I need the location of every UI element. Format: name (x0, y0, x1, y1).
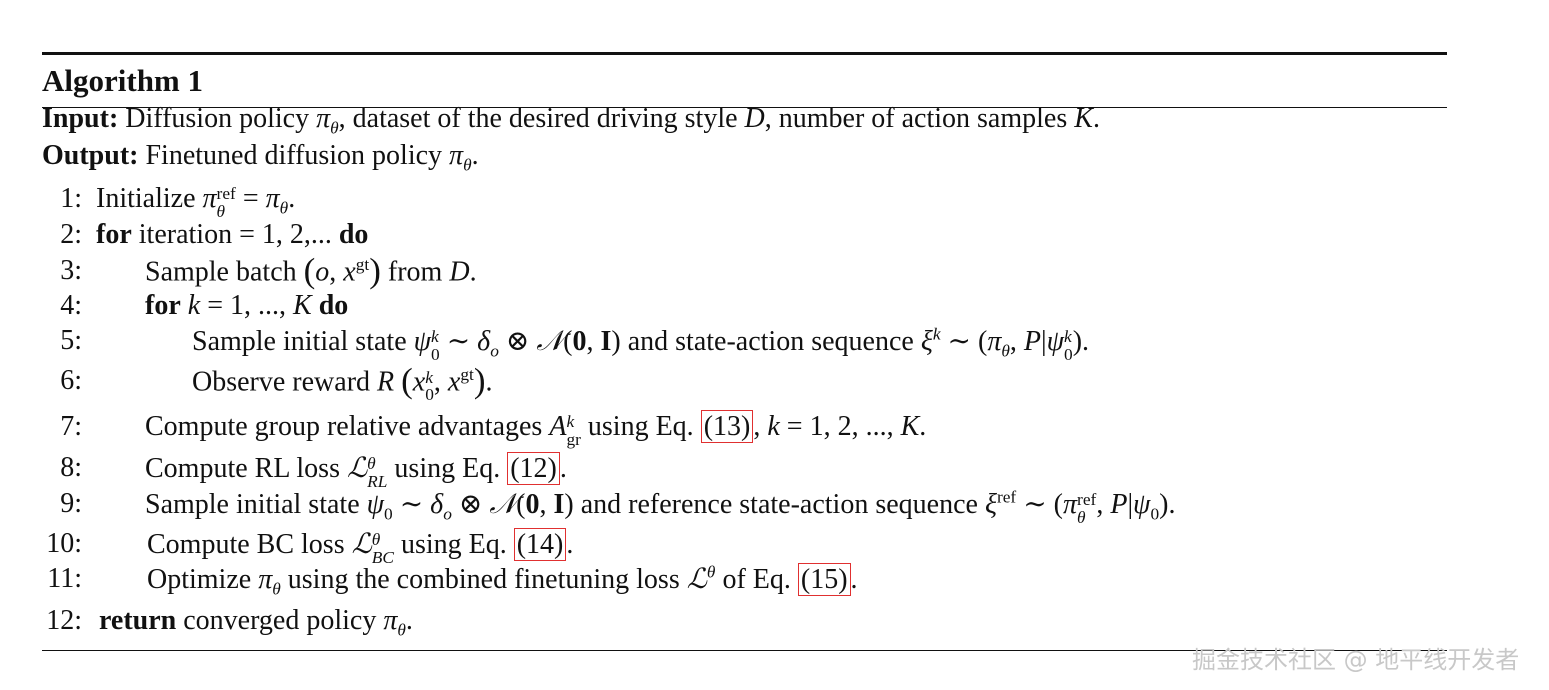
equation-ref-13[interactable]: (13) (700, 410, 754, 443)
input-label: Input: (42, 103, 119, 134)
algorithm-block: Algorithm 1 Input: Diffusion policy πθ, … (42, 52, 1447, 639)
output-line: Output: Finetuned diffusion policy πθ. (42, 140, 479, 175)
output-label: Output: (42, 140, 139, 171)
algorithm-title: Algorithm 1 (42, 63, 204, 98)
watermark: 掘金技术社区 @ 地平线开发者 (1192, 646, 1520, 674)
equation-ref-12[interactable]: (12) (507, 452, 560, 485)
bottom-rule (42, 650, 1447, 651)
equation-ref-15[interactable]: (15) (797, 563, 851, 596)
input-line: Input: Diffusion policy πθ, dataset of t… (42, 103, 1100, 138)
title-rule (42, 107, 1447, 108)
equation-ref-14[interactable]: (14) (513, 528, 567, 561)
top-rule (42, 52, 1447, 55)
